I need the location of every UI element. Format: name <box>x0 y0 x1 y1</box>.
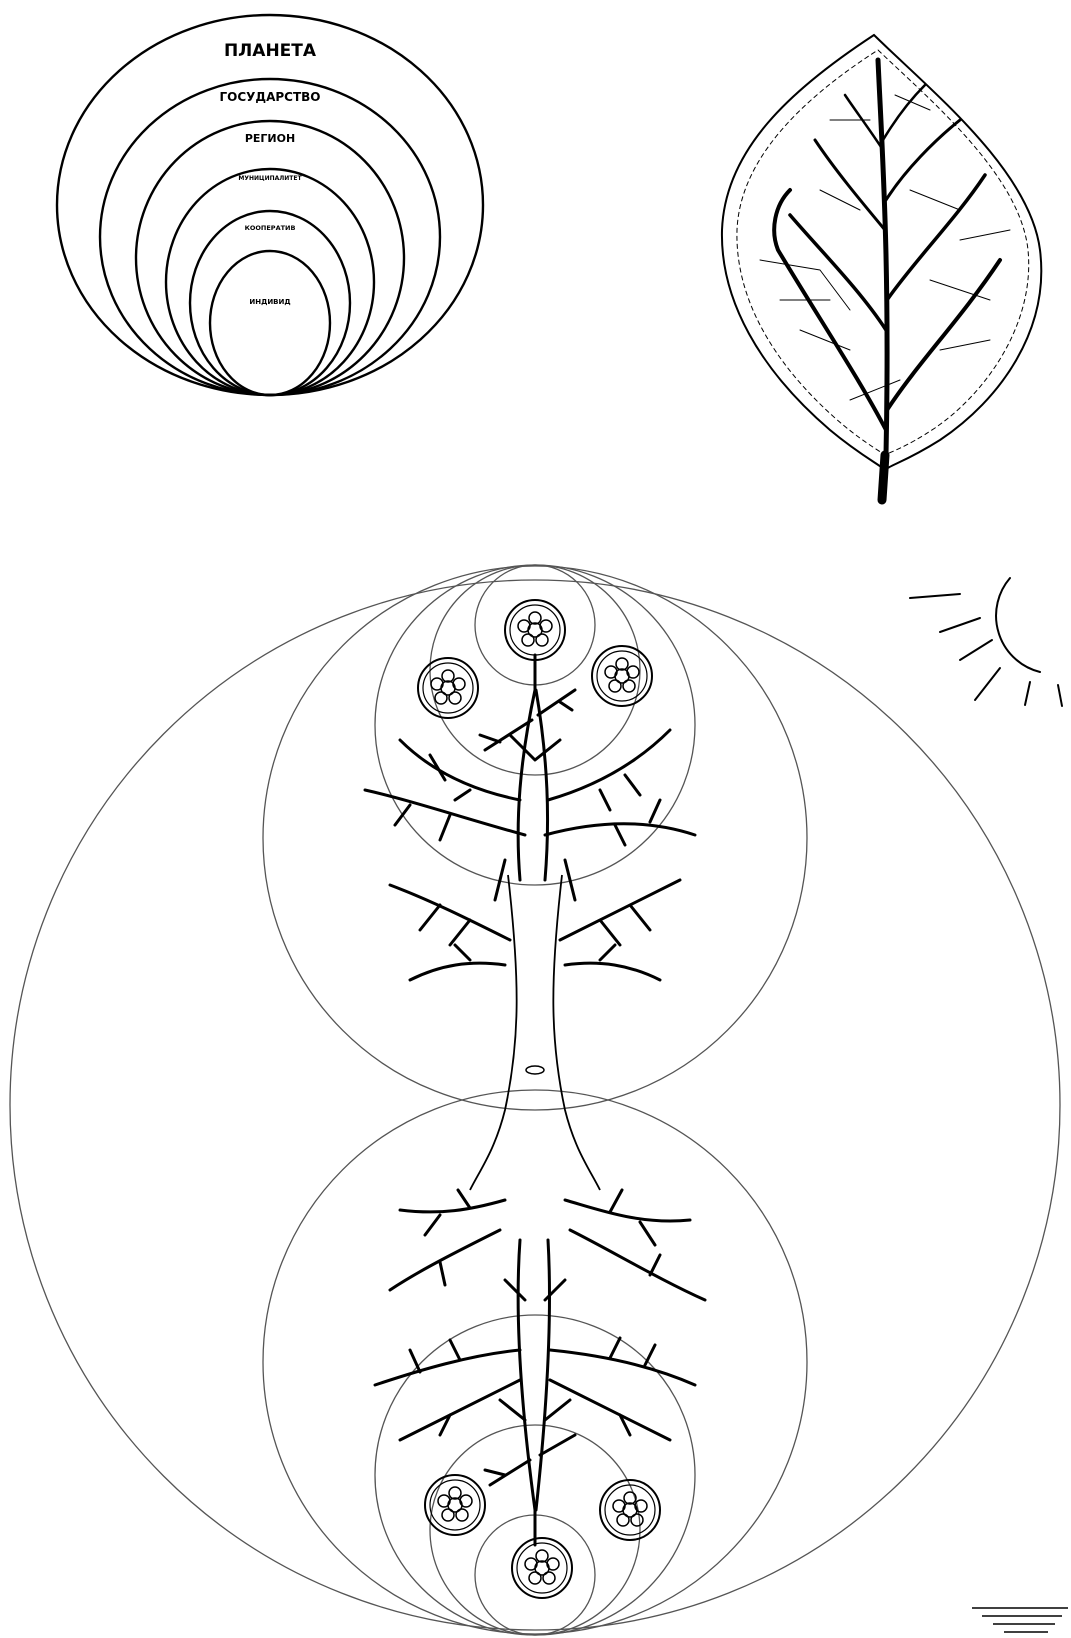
label-individual: ИНДИВИД <box>249 298 290 306</box>
label-region: РЕГИОН <box>245 132 295 145</box>
lower-large-circle <box>263 1090 807 1634</box>
flower-icon-top-left <box>418 658 478 718</box>
ellipse-region <box>136 121 404 395</box>
upper-large-circle <box>263 566 807 1110</box>
tree-diagram <box>10 565 1060 1635</box>
ellipse-state <box>100 79 440 395</box>
label-cooperative: КООПЕРАТИВ <box>245 224 296 232</box>
trunk <box>470 875 600 1190</box>
nested-ellipses-diagram: ПЛАНЕТА ГОСУДАРСТВО РЕГИОН МУНИЦИПАЛИТЕТ… <box>57 15 483 395</box>
flower-icon-bottom-left <box>425 1475 485 1535</box>
sun-icon <box>910 578 1062 706</box>
lower-roots <box>375 1190 705 1545</box>
outer-circle <box>10 580 1060 1630</box>
upper-mid-circle <box>375 565 695 885</box>
label-state: ГОСУДАРСТВО <box>219 90 320 104</box>
upper-branches <box>365 655 695 980</box>
leaf-icon <box>722 35 1041 500</box>
flower-icon-bottom-right <box>600 1480 660 1540</box>
ellipse-municipality <box>166 169 374 395</box>
ellipse-planet <box>57 15 483 395</box>
ellipse-individual <box>210 251 330 395</box>
ground-icon <box>972 1608 1068 1632</box>
label-municipality: МУНИЦИПАЛИТЕТ <box>238 175 302 182</box>
flower-icon-bottom-center <box>512 1538 572 1598</box>
trunk-knot <box>526 1066 544 1074</box>
flower-icon-top-center <box>505 600 565 660</box>
flower-icon-top-right <box>592 646 652 706</box>
label-planet: ПЛАНЕТА <box>224 41 317 61</box>
